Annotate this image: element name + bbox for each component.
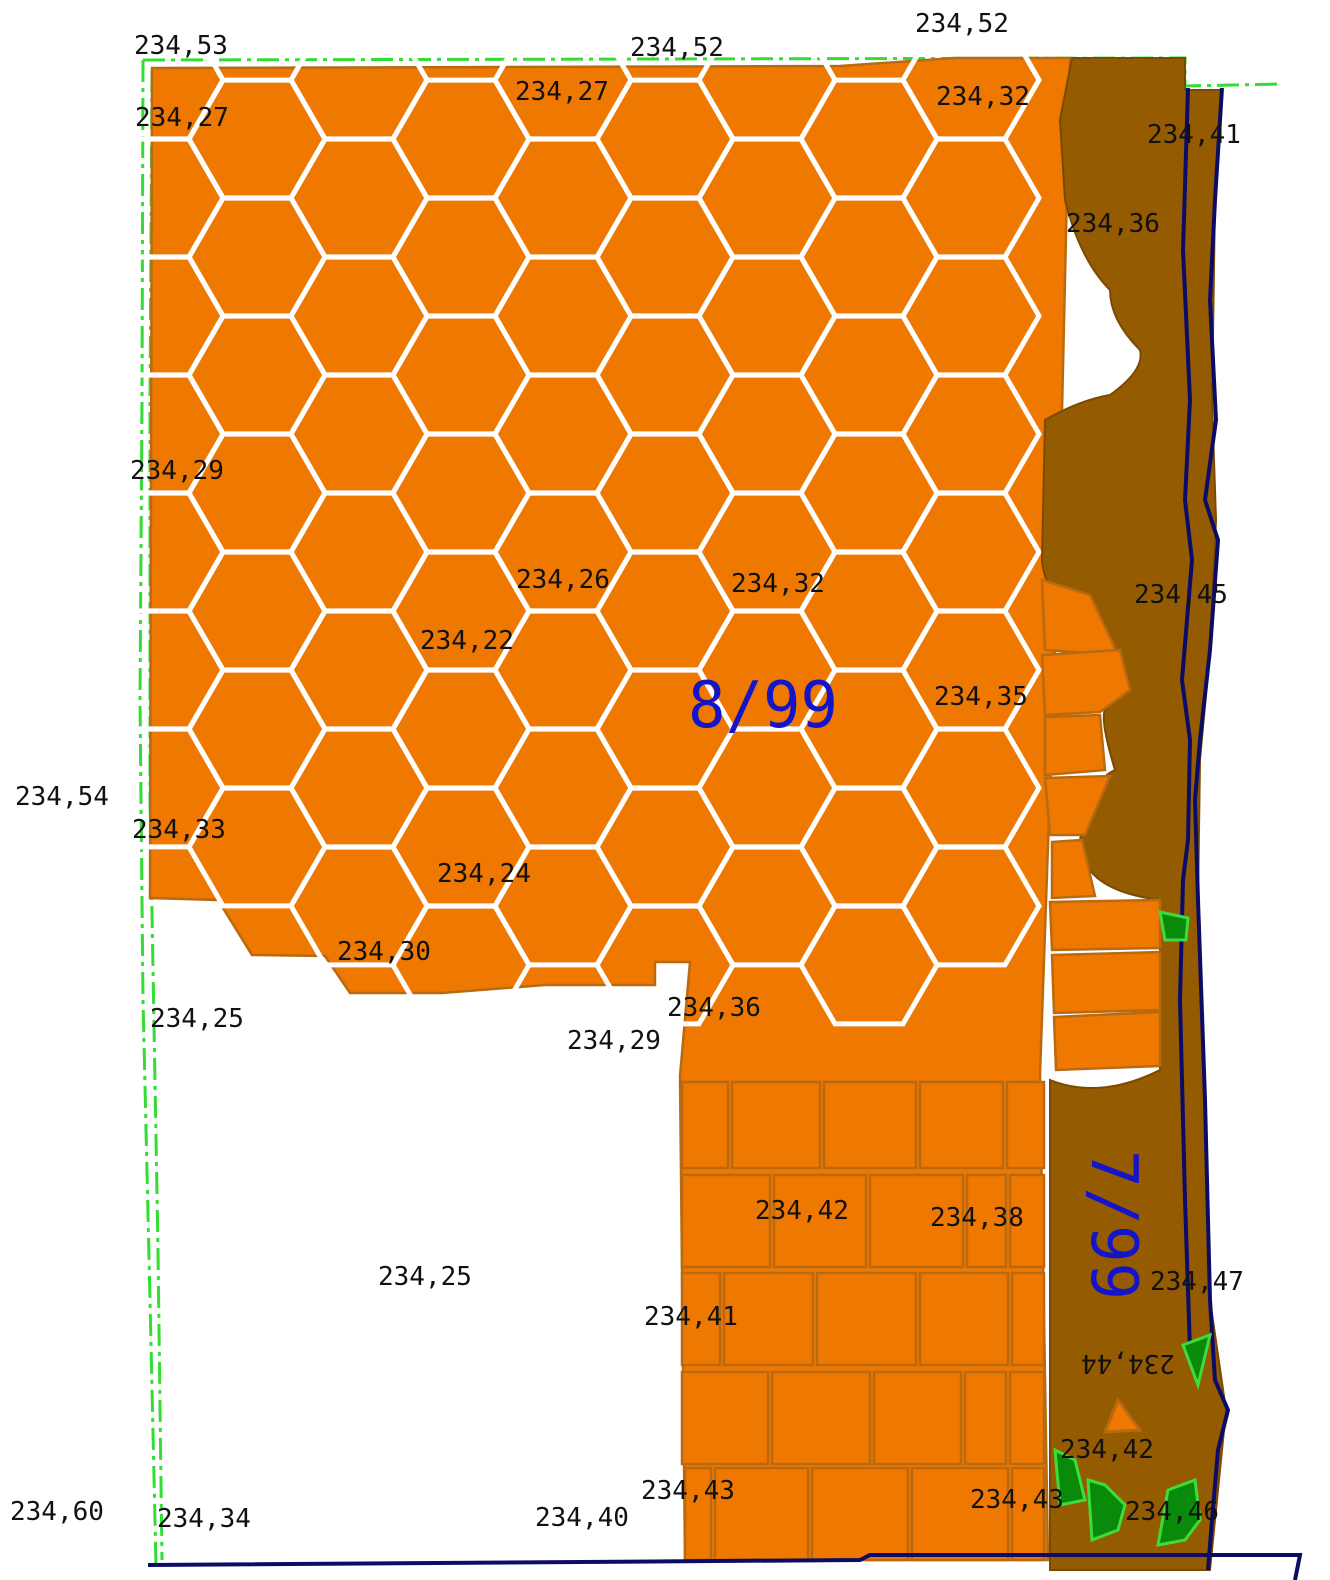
elevation-label: 234,41 <box>1147 120 1241 150</box>
rect-tile <box>683 1466 713 1562</box>
elevation-label: 234,34 <box>157 1504 251 1534</box>
rect-tile <box>963 1370 1008 1466</box>
elevation-label: 234,52 <box>915 9 1009 39</box>
rect-tile <box>872 1370 963 1466</box>
elevation-label: 234,36 <box>1066 209 1160 239</box>
elevation-label: 234,32 <box>731 569 825 599</box>
elevation-label: 234,42 <box>1060 1435 1154 1465</box>
elevation-label: 234,43 <box>641 1476 735 1506</box>
elevation-label: 234,43 <box>970 1485 1064 1515</box>
elevation-label: 234,45 <box>1134 580 1228 610</box>
rect-tile <box>730 1080 822 1170</box>
rect-tile <box>722 1271 815 1367</box>
vegetation-patches <box>1053 910 1213 1547</box>
rect-tile <box>910 1466 1010 1562</box>
elevation-label: 234,36 <box>667 993 761 1023</box>
elevation-label: 234,38 <box>930 1203 1024 1233</box>
rect-tile <box>680 1271 722 1367</box>
elevation-labels: 234,52 234,53 234,52 234,27 234,32 234,2… <box>10 9 1244 1534</box>
elevation-label: 234,27 <box>515 77 609 107</box>
rect-tile <box>713 1466 810 1562</box>
elevation-label: 234,46 <box>1125 1497 1219 1527</box>
rect-tile <box>770 1370 872 1466</box>
bank-edge-tiles <box>1040 578 1162 1072</box>
water-lines <box>147 87 1303 1580</box>
elevation-label: 234,24 <box>437 859 531 889</box>
elevation-label: 234,54 <box>15 782 109 812</box>
elevation-label: 234,44 <box>1081 1348 1175 1378</box>
elevation-label: 234,60 <box>10 1497 104 1527</box>
rect-tile <box>815 1271 918 1367</box>
elevation-label: 234,53 <box>134 31 228 61</box>
rect-tile <box>918 1271 1010 1367</box>
elevation-label: 234,52 <box>630 33 724 63</box>
rect-tile <box>772 1173 868 1269</box>
rect-tile <box>680 1080 730 1170</box>
elevation-label: 234,41 <box>644 1302 738 1332</box>
elevation-label: 234,22 <box>420 626 514 656</box>
rect-tile <box>1010 1271 1046 1367</box>
elevation-label: 234,29 <box>130 456 224 486</box>
elevation-label: 234,30 <box>337 937 431 967</box>
elevation-label: 234,25 <box>150 1004 244 1034</box>
rect-tile <box>810 1466 910 1562</box>
rect-tile <box>680 1370 770 1466</box>
elevation-label: 234,27 <box>135 103 229 133</box>
parcel-number-7-99: 7/99 <box>1076 1150 1150 1300</box>
elevation-label: 234,32 <box>936 82 1030 112</box>
rect-tile <box>918 1080 1005 1170</box>
rect-tile <box>1010 1466 1046 1562</box>
rect-tile <box>822 1080 918 1170</box>
elevation-label: 234,42 <box>755 1196 849 1226</box>
rect-tile <box>1005 1080 1046 1170</box>
rect-tile <box>868 1173 965 1269</box>
parcel-number-8-99: 8/99 <box>688 669 838 743</box>
hex-tile <box>900 844 1042 968</box>
elevation-label: 234,29 <box>567 1026 661 1056</box>
rect-tile <box>1008 1370 1046 1466</box>
rect-tile <box>680 1173 772 1269</box>
rect-tile <box>1008 1173 1046 1269</box>
elevation-label: 234,33 <box>132 815 226 845</box>
hex-paving-grid <box>84 18 1042 1027</box>
elevation-label: 234,47 <box>1150 1267 1244 1297</box>
rect-paving-grid <box>680 1080 1046 1562</box>
rect-tile <box>965 1173 1008 1269</box>
elevation-label: 234,25 <box>378 1262 472 1292</box>
elevation-label: 234,26 <box>516 565 610 595</box>
elevation-label: 234,35 <box>934 682 1028 712</box>
elevation-label: 234,40 <box>535 1503 629 1533</box>
